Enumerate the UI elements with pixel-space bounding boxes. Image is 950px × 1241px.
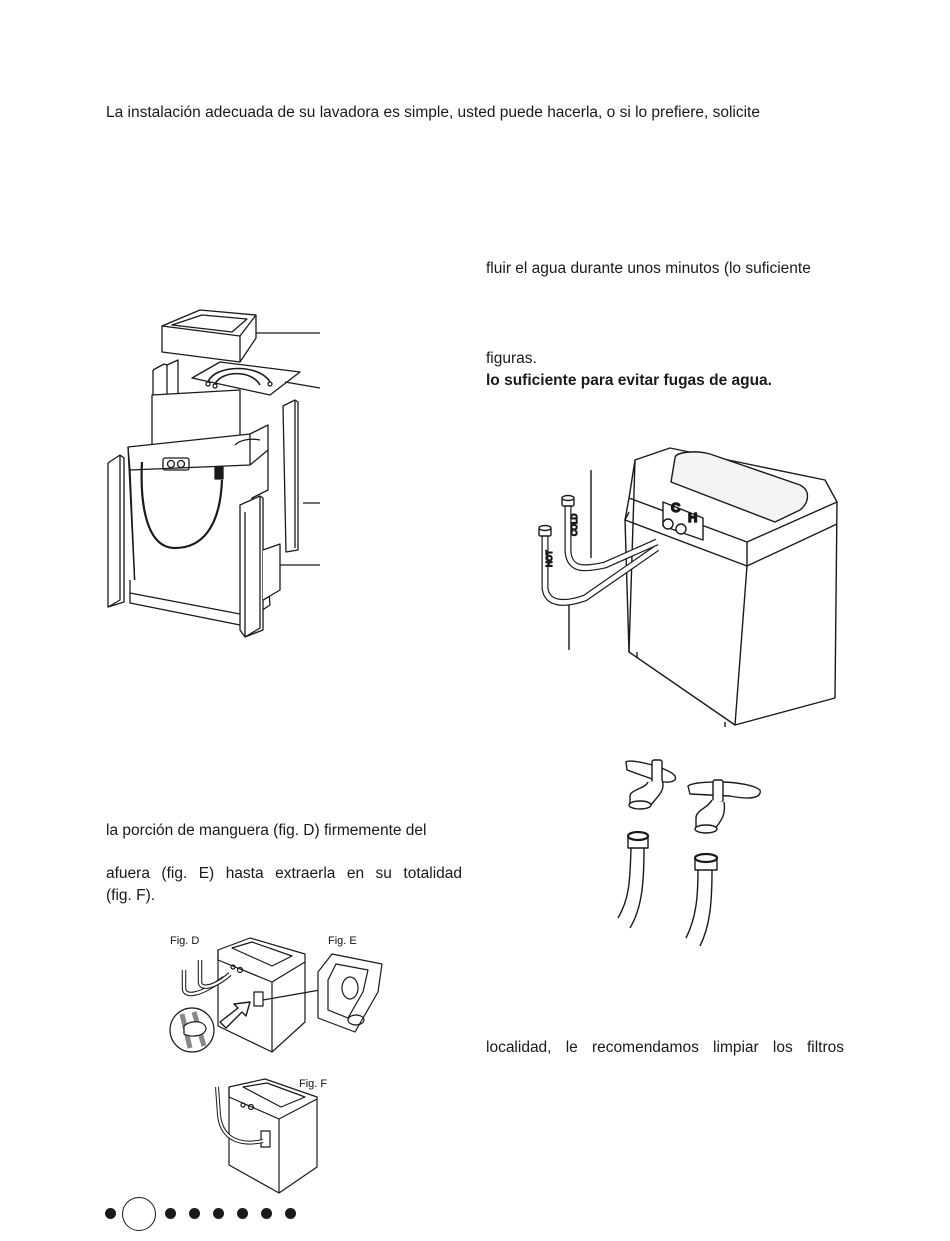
page-dot bbox=[213, 1208, 224, 1219]
right-text-line-2: figuras. bbox=[486, 350, 537, 367]
cold-hose-label: COLD bbox=[570, 514, 579, 536]
current-page-circle bbox=[122, 1197, 156, 1231]
fig-e-label: Fig. E bbox=[328, 935, 357, 947]
fig-d-e-illustration: Fig. D Fig. E bbox=[169, 935, 383, 1053]
intro-paragraph: La instalación adecuada de su lavadora e… bbox=[106, 104, 760, 121]
left-text-line-1: la porción de manguera (fig. D) firmemen… bbox=[106, 822, 427, 839]
fig-f-illustration: Fig. F bbox=[215, 1078, 327, 1194]
fig-d-label: Fig. D bbox=[170, 935, 199, 947]
page-dot bbox=[237, 1208, 248, 1219]
page-dot bbox=[105, 1208, 116, 1219]
page-dot bbox=[285, 1208, 296, 1219]
hot-hose-label: HOT bbox=[545, 550, 554, 567]
page-dot bbox=[189, 1208, 200, 1219]
right-text-line-1: fluir el agua durante unos minutos (lo s… bbox=[486, 260, 811, 277]
fig-f-label: Fig. F bbox=[299, 1078, 327, 1090]
right-text-line-3: localidad, le recomendamos limpiar los f… bbox=[486, 1039, 844, 1056]
faucet-hose-illustration bbox=[617, 759, 761, 947]
cold-inlet-label: C bbox=[671, 500, 681, 515]
right-bold-warning: lo suficiente para evitar fugas de agua. bbox=[486, 372, 772, 389]
left-text-line-3: (fig. F). bbox=[106, 887, 156, 904]
page-dot bbox=[261, 1208, 272, 1219]
page-dot bbox=[165, 1208, 176, 1219]
left-text-line-2: afuera (fig. E) hasta extraerla en su to… bbox=[106, 865, 462, 882]
packaging-exploded-illustration bbox=[107, 309, 321, 638]
hot-inlet-label: H bbox=[688, 510, 697, 525]
washer-hose-connection-illustration: C H COLD HOT bbox=[538, 447, 838, 727]
